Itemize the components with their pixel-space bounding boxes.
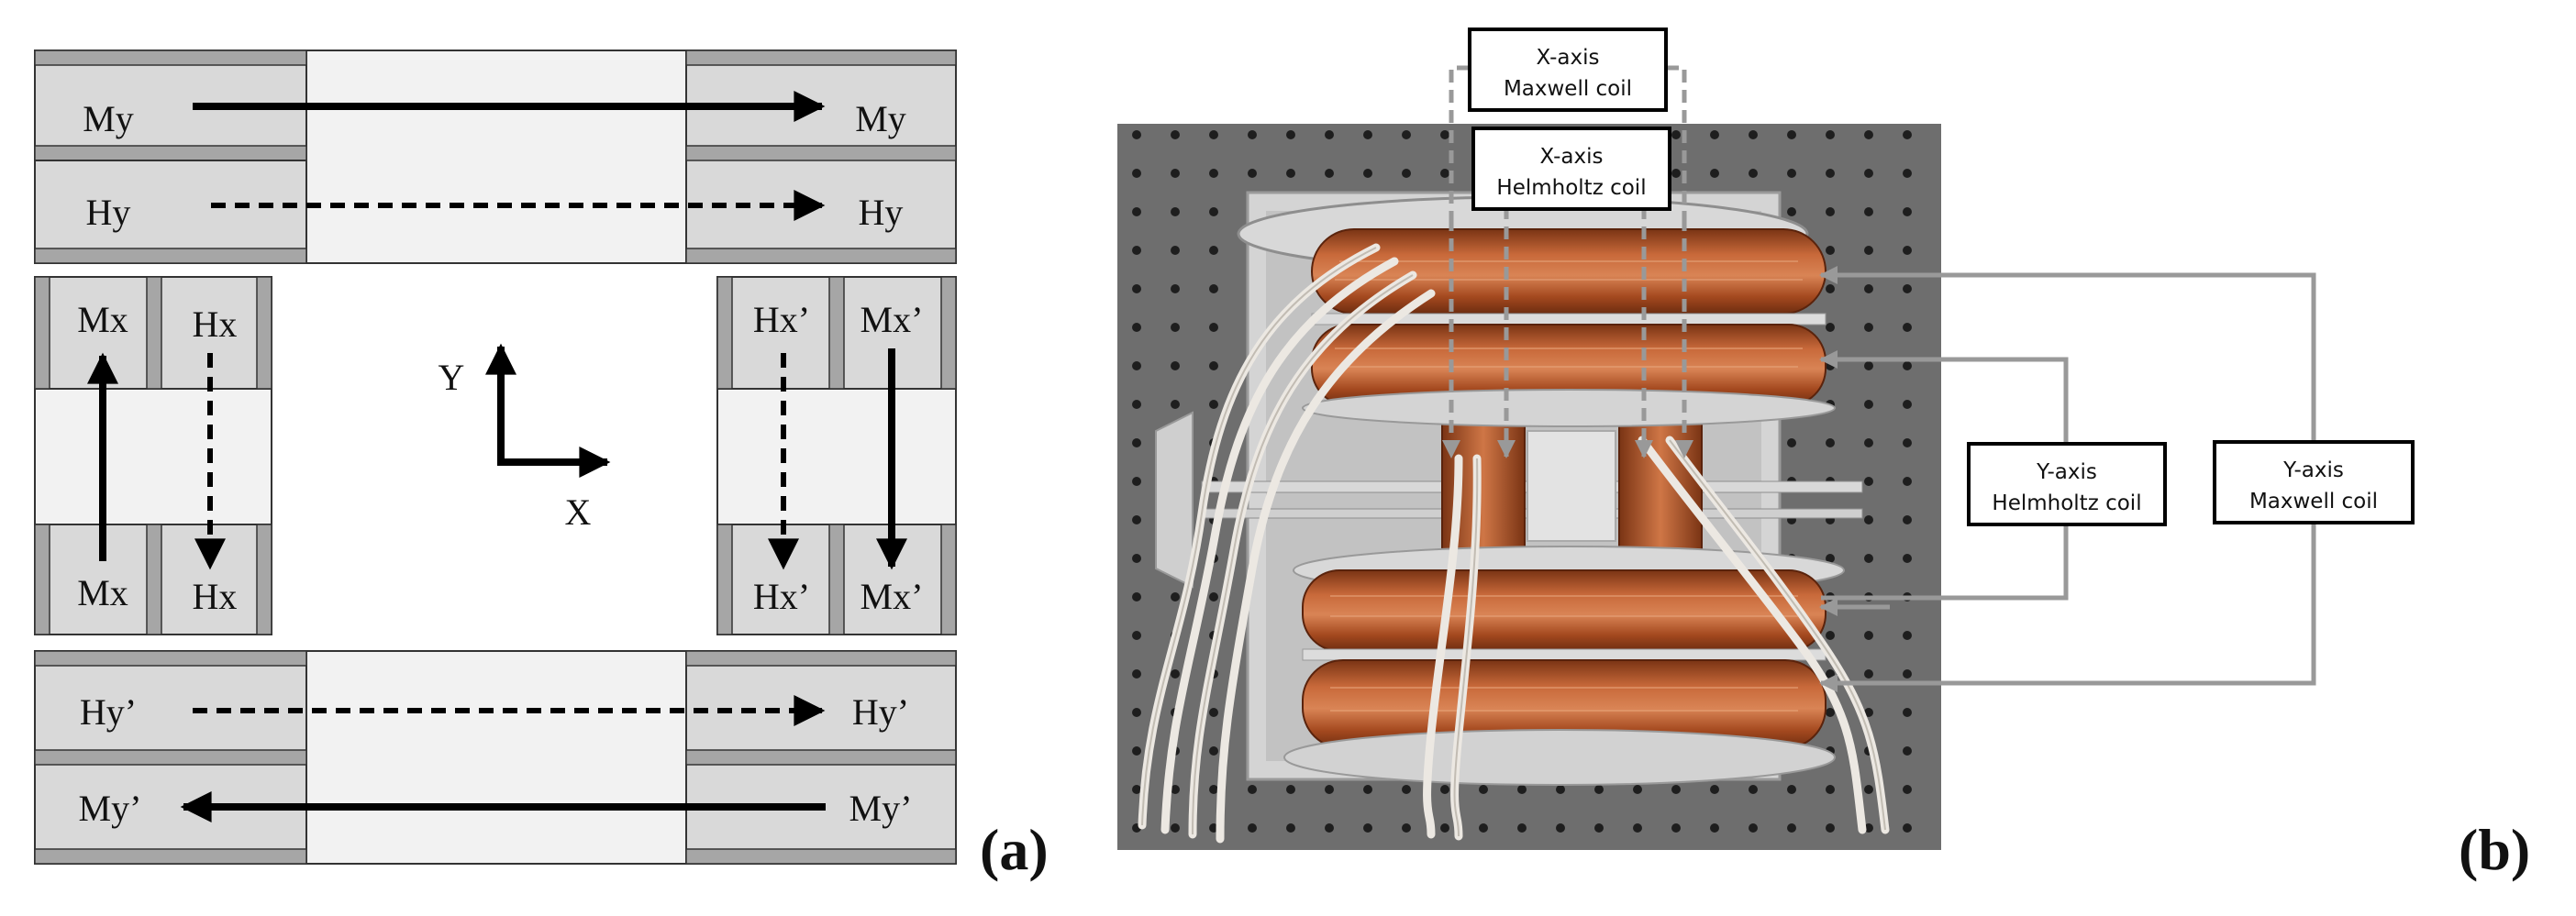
label-my-prime-left: My’ [79, 788, 142, 829]
label-mx-prime-bottom: Mx’ [861, 576, 924, 617]
y-maxwell-leader-bottom [1819, 524, 2316, 692]
label-y-maxwell-line1: Y-axis [2282, 458, 2344, 482]
panel-label-b: (b) [2459, 817, 2530, 882]
label-mx-bottom: Mx [77, 572, 128, 613]
label-y-helmholtz: Y-axis Helmholtz coil [1967, 442, 2167, 526]
label-mx-top: Mx [77, 299, 128, 340]
label-hy-right: Hy [859, 192, 904, 233]
label-hx-top: Hx [193, 303, 238, 345]
label-hy-left: Hy [86, 192, 131, 233]
label-y-maxwell-line2: Maxwell coil [2249, 490, 2378, 513]
label-y-maxwell: Y-axis Maxwell coil [2213, 440, 2415, 524]
label-my-right: My [855, 98, 906, 139]
label-hy-prime-right: Hy’ [852, 691, 909, 733]
right-coil: Hx’ Mx’ Hx’ Mx’ [716, 276, 957, 635]
panel-b: X-axis Maxwell coil X-axis Helmholtz coi… [1117, 28, 2530, 882]
label-y-helmholtz-line1: Y-axis [2036, 460, 2097, 484]
label-my-left: My [83, 98, 134, 139]
panel-a: My My Hy Hy Hy’ Hy’ My’ My’ [34, 50, 1049, 882]
y-maxwell-leader-top [1819, 266, 2316, 444]
x-axis-label: X [565, 491, 592, 533]
label-y-helmholtz-line2: Helmholtz coil [1992, 491, 2141, 515]
label-my-prime-right: My’ [849, 788, 913, 829]
panel-label-a: (a) [980, 817, 1049, 882]
label-x-maxwell-line1: X-axis [1537, 46, 1600, 70]
top-coil: My My Hy Hy [34, 50, 957, 264]
label-x-helmholtz-line2: Helmholtz coil [1496, 176, 1646, 200]
label-x-helmholtz: X-axis Helmholtz coil [1471, 127, 1671, 211]
x-maxwell-leader-right [1666, 65, 1687, 218]
label-hy-prime-left: Hy’ [80, 691, 137, 733]
label-hx-prime-bottom: Hx’ [753, 576, 810, 617]
x-maxwell-leader-left [1449, 65, 1470, 218]
y-helmholtz-leader [1821, 524, 2069, 601]
label-x-helmholtz-line1: X-axis [1540, 145, 1604, 169]
y-axis-leaders [1819, 266, 2316, 692]
label-hx-prime-top: Hx’ [753, 299, 810, 340]
y-helmholtz-leader-top [1819, 350, 2069, 444]
label-mx-prime-top: Mx’ [861, 299, 924, 340]
label-x-maxwell-line2: Maxwell coil [1504, 77, 1632, 101]
label-x-maxwell: X-axis Maxwell coil [1468, 28, 1668, 112]
left-coil: Mx Hx Mx Hx [34, 276, 272, 635]
bottom-coil: Hy’ Hy’ My’ My’ [34, 650, 957, 865]
axes-indicator: Y X [439, 343, 611, 533]
label-hx-bottom: Hx [193, 576, 238, 617]
x-axis-leaders [1442, 65, 1693, 458]
coil-photograph [1117, 124, 1941, 850]
y-axis-label: Y [439, 357, 465, 398]
